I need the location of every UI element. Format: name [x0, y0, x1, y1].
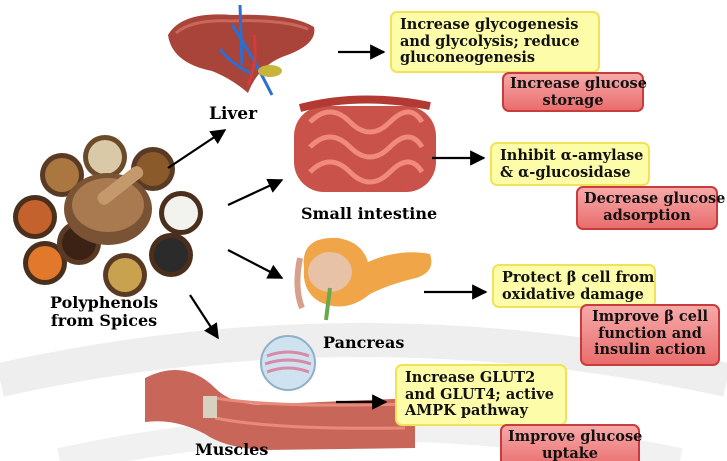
arrow-spices-to-muscles — [190, 295, 218, 338]
effect-line: Increase glycogenesis — [400, 17, 590, 34]
arrow-spices-to-intestine — [228, 180, 282, 205]
arrow-spices-to-liver — [168, 130, 225, 168]
outcome-box-muscles: Improve glucose uptake — [500, 424, 640, 461]
source-label: Polyphenols from Spices — [50, 294, 158, 329]
effect-line: and glycolysis; reduce — [400, 34, 590, 51]
outcome-line: adsorption — [584, 208, 710, 225]
effect-line: oxidative damage — [502, 287, 646, 304]
effect-box-pancreas: Protect β cell from oxidative damage — [492, 264, 656, 308]
organ-label-liver: Liver — [209, 104, 257, 124]
effect-line: Inhibit α-amylase — [500, 148, 640, 165]
effect-box-muscles: Increase GLUT2 and GLUT4; active AMPK pa… — [395, 364, 567, 426]
outcome-box-small-intestine: Decrease glucose adsorption — [576, 186, 718, 230]
effect-line: Increase GLUT2 — [405, 370, 557, 387]
outcome-line: Improve glucose — [508, 429, 632, 446]
outcome-line: function and — [588, 326, 712, 343]
effect-line: gluconeogenesis — [400, 50, 590, 67]
outcome-box-liver: Increase glucose storage — [502, 72, 644, 112]
source-label-line: Polyphenols — [50, 294, 158, 312]
organ-label-pancreas: Pancreas — [323, 333, 404, 352]
outcome-line: insulin action — [588, 342, 712, 359]
effect-line: Protect β cell from — [502, 270, 646, 287]
effect-box-small-intestine: Inhibit α-amylase & α-glucosidase — [490, 142, 650, 186]
outcome-line: uptake — [508, 446, 632, 461]
effect-line: & α-glucosidase — [500, 165, 640, 182]
effect-box-liver: Increase glycogenesis and glycolysis; re… — [390, 11, 600, 73]
organ-label-small-intestine: Small intestine — [301, 204, 437, 223]
outcome-line: Improve β cell — [588, 309, 712, 326]
arrow-spices-to-pancreas — [228, 250, 282, 278]
outcome-line: Decrease glucose — [584, 191, 710, 208]
outcome-box-pancreas: Improve β cell function and insulin acti… — [580, 304, 720, 366]
outcome-line: storage — [510, 93, 636, 110]
source-label-line: from Spices — [50, 312, 158, 330]
outcome-line: Increase glucose — [510, 76, 636, 93]
effect-line: AMPK pathway — [405, 403, 557, 420]
organ-label-muscles: Muscles — [195, 440, 268, 459]
effect-line: and GLUT4; active — [405, 387, 557, 404]
